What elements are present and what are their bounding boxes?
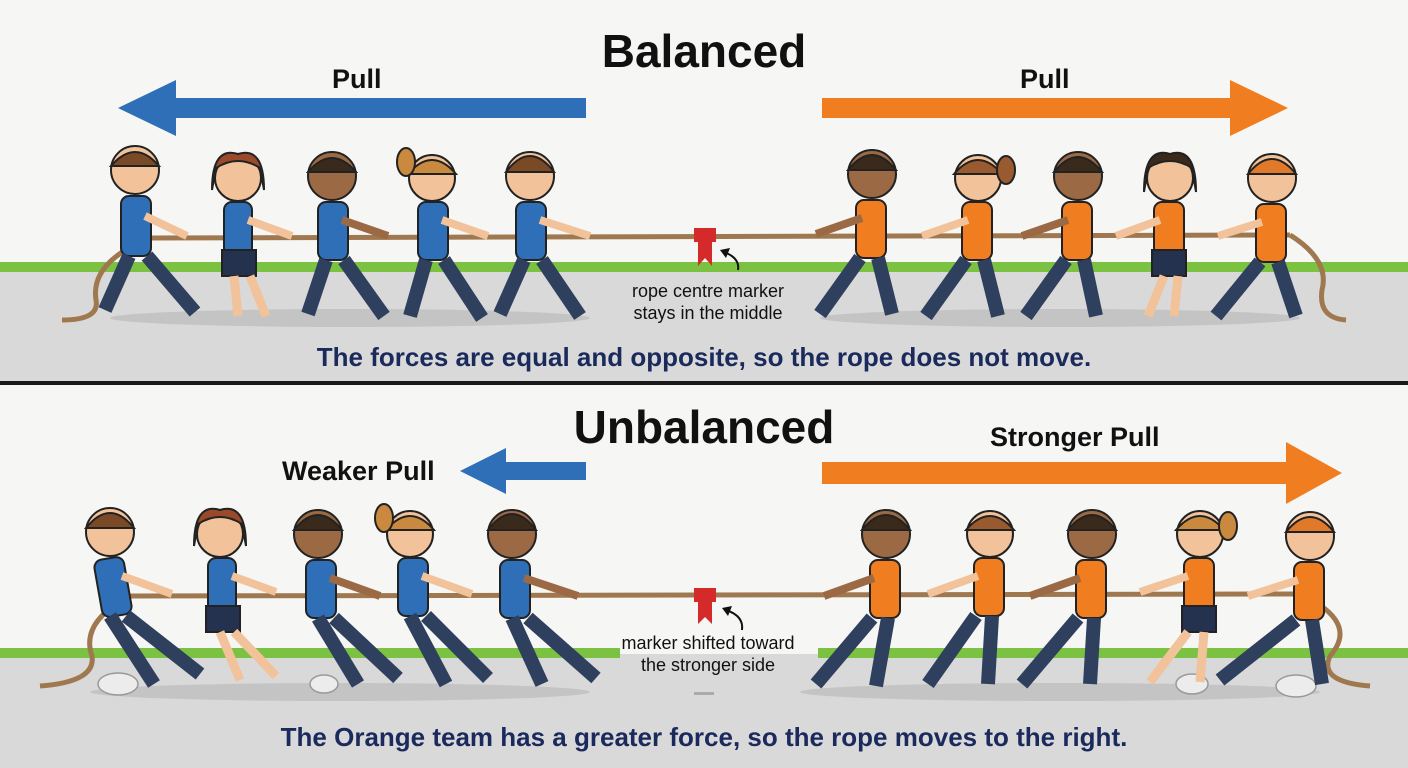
person-pulling-icon [193, 507, 280, 682]
panel-divider [0, 381, 1408, 385]
blue-team [83, 503, 601, 688]
person-pulling-icon [374, 503, 493, 688]
curved-arrowhead [722, 606, 732, 616]
original-centre-tick [694, 692, 714, 695]
unbalanced-caption: The Orange team has a greater force, so … [280, 722, 1128, 752]
person-pulling-icon [1020, 151, 1105, 321]
team-shadow-left [90, 683, 590, 701]
unbalanced-left-label: Weaker Pull [282, 456, 435, 486]
orange-team [814, 149, 1303, 321]
balanced-caption: The forces are equal and opposite, so th… [316, 342, 1092, 372]
blue-team [98, 145, 592, 322]
person-pulling-icon [291, 509, 403, 688]
unbalanced-marker-note-line1: marker shifted toward [621, 633, 795, 653]
person-pulling-icon [1114, 151, 1197, 318]
grass-strip-left [0, 648, 620, 658]
curved-arrowhead [720, 248, 730, 258]
person-pulling-icon [1138, 510, 1238, 685]
person-pulling-icon [485, 509, 601, 687]
ribbon-marker-icon [694, 228, 716, 266]
person-pulling-icon [98, 145, 201, 317]
person-pulling-icon [301, 151, 390, 321]
balanced-panel: Balanced Pull Pull rope centre marker st… [0, 0, 1408, 382]
arrow-right-icon [822, 442, 1342, 504]
grass-strip [0, 262, 1408, 272]
unbalanced-marker-note-line2: the stronger side [640, 655, 776, 675]
person-pulling-icon [83, 507, 205, 688]
balanced-right-label: Pull [1020, 64, 1070, 94]
balanced-marker-note-line2: stays in the middle [633, 303, 783, 323]
person-pulling-icon [493, 151, 592, 320]
balanced-scene [0, 80, 1408, 382]
balanced-marker-note-line1: rope centre marker [631, 281, 785, 301]
unbalanced-marker-note: marker shifted toward the stronger side [598, 632, 818, 676]
person-pulling-icon [922, 510, 1017, 689]
balanced-left-label: Pull [332, 64, 382, 94]
balanced-marker-note: rope centre marker stays in the middle [598, 280, 818, 324]
unbalanced-title: Unbalanced [573, 401, 835, 453]
person-pulling-icon [1016, 509, 1119, 689]
person-pulling-icon [1210, 153, 1303, 321]
person-pulling-icon [1215, 511, 1337, 686]
unbalanced-panel: Unbalanced Weaker Pull Stronger Pull mar… [0, 386, 1408, 768]
unbalanced-right-label: Stronger Pull [990, 422, 1160, 452]
arrow-left-icon [118, 80, 586, 136]
rope-right-end [1298, 591, 1371, 689]
orange-team [810, 509, 1337, 689]
person-pulling-icon [211, 151, 294, 318]
arrow-right-icon [822, 80, 1288, 136]
rope-right-end [1288, 232, 1347, 323]
grass-strip-right [818, 648, 1408, 658]
team-shadow-right [820, 309, 1300, 327]
person-pulling-icon [814, 149, 899, 319]
person-pulling-icon [396, 147, 490, 322]
unbalanced-scene [0, 442, 1408, 768]
ribbon-marker-icon [694, 588, 716, 624]
person-pulling-icon [920, 154, 1016, 321]
arrow-left-icon [460, 448, 586, 494]
team-shadow-left [110, 309, 590, 327]
person-pulling-icon [810, 509, 913, 689]
balanced-title: Balanced [601, 25, 807, 77]
